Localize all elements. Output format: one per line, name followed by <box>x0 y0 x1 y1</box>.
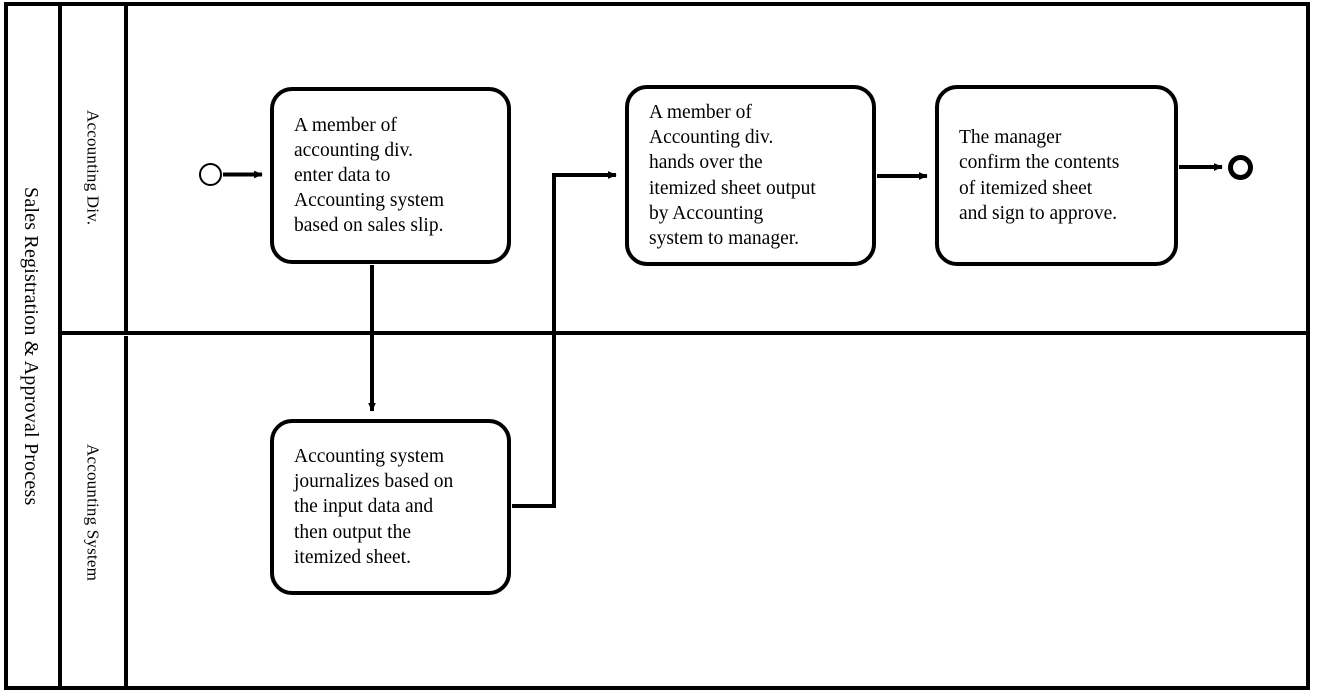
start-event[interactable] <box>199 163 222 186</box>
task-approve[interactable]: The manager confirm the contents of item… <box>935 85 1178 266</box>
lane-label-accounting-div: Accounting Div. <box>83 109 103 226</box>
task-enter-data[interactable]: A member of accounting div. enter data t… <box>270 87 511 264</box>
lane-header-accounting-div: Accounting Div. <box>62 2 128 333</box>
task-journalize[interactable]: Accounting system journalizes based on t… <box>270 419 511 595</box>
task-enter-data-label: A member of accounting div. enter data t… <box>294 114 445 237</box>
pool-title-label: Sales Registration & Approval Process <box>20 186 42 506</box>
task-hand-over[interactable]: A member of Accounting div. hands over t… <box>625 85 876 266</box>
lane-label-accounting-system: Accounting System <box>83 444 103 582</box>
task-hand-over-label: A member of Accounting div. hands over t… <box>649 102 816 249</box>
end-event[interactable] <box>1228 155 1253 180</box>
pool-title: Sales Registration & Approval Process <box>4 2 62 690</box>
task-approve-label: The manager confirm the contents of item… <box>959 127 1120 224</box>
lane-header-accounting-system: Accounting System <box>62 336 128 690</box>
task-journalize-label: Accounting system journalizes based on t… <box>294 446 454 568</box>
lane-divider <box>62 331 1310 335</box>
